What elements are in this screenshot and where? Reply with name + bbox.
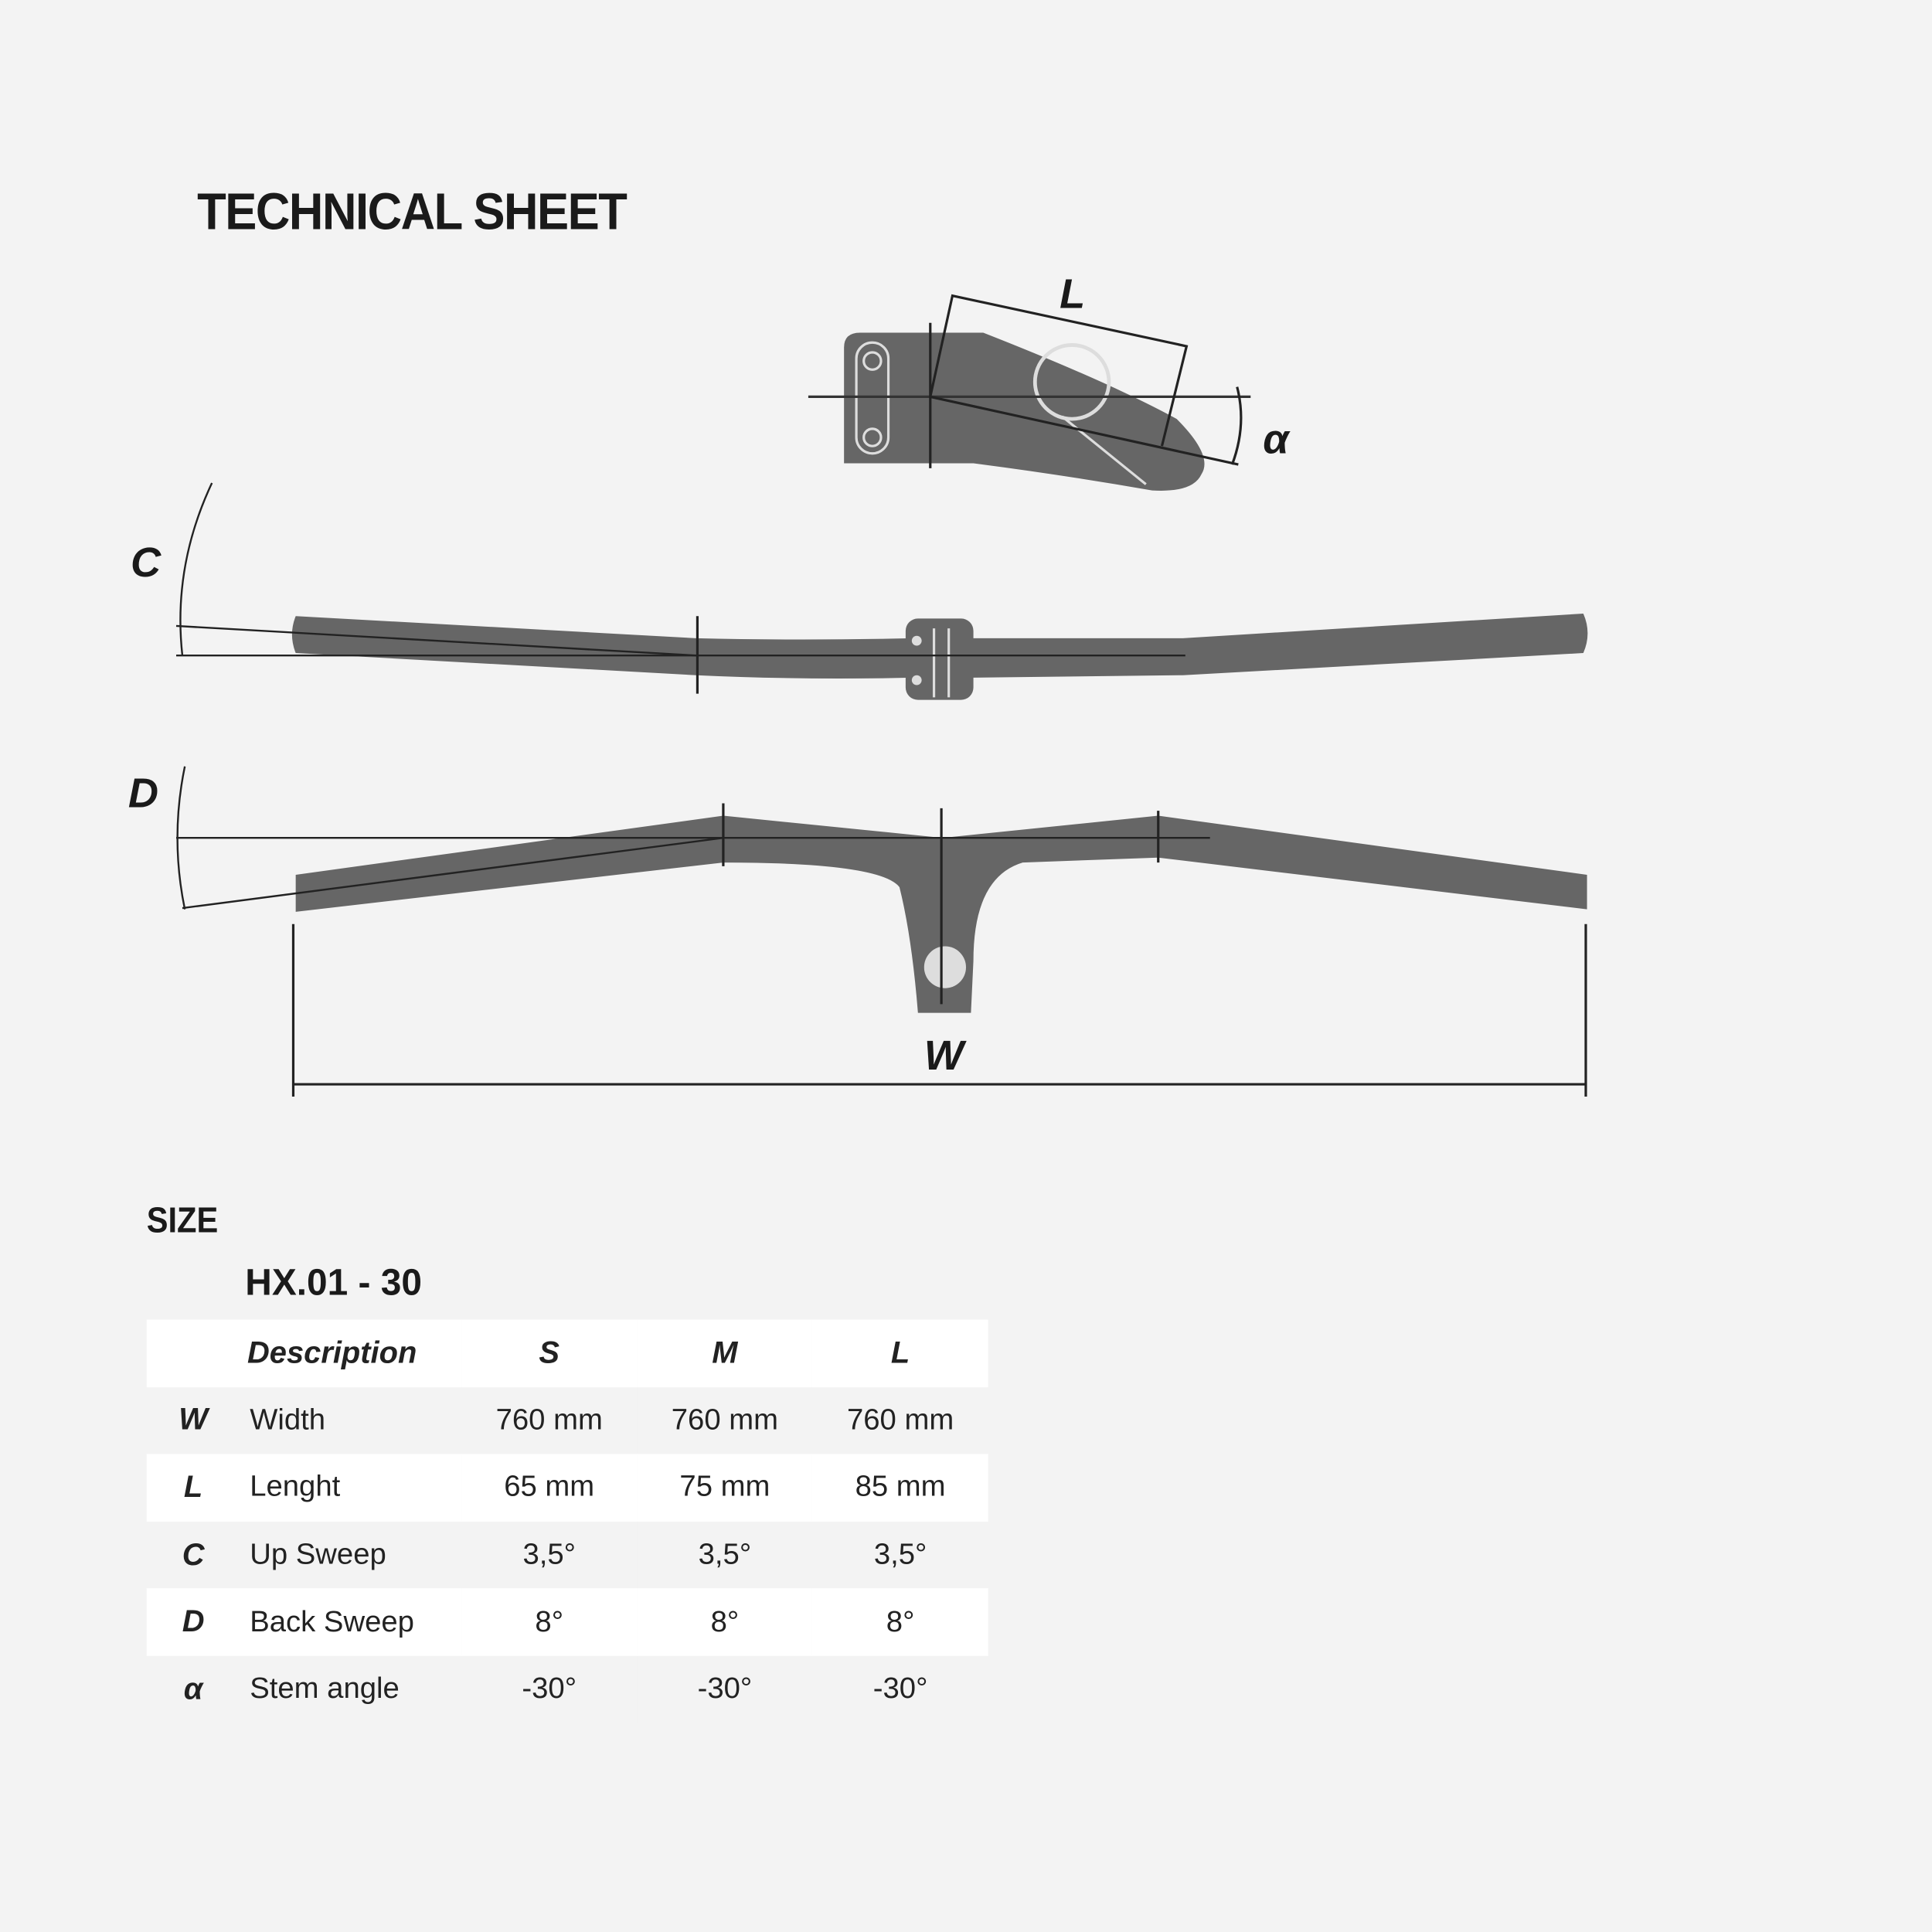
table-row: W Width 760 mm 760 mm 760 mm: [146, 1386, 988, 1454]
back-sweep-angle-line: [182, 837, 724, 910]
header-description: Description: [247, 1335, 417, 1370]
page-title: TECHNICAL SHEET: [197, 182, 628, 240]
size-table: Description S M L W Width 760 mm 760 mm …: [146, 1319, 988, 1723]
table-row: α Stem angle -30° -30° -30°: [146, 1655, 988, 1723]
up-sweep-arc: [179, 482, 213, 656]
row-symbol: W: [179, 1403, 208, 1437]
value-s: 3,5°: [522, 1537, 576, 1571]
bolt-icon: [911, 675, 922, 685]
row-symbol: L: [183, 1470, 203, 1505]
steerer-hole: [923, 946, 967, 988]
row-description: Lenght: [250, 1470, 341, 1504]
value-l: -30°: [872, 1672, 928, 1706]
row-description: Up Sweep: [250, 1537, 386, 1571]
up-sweep-label: C: [131, 539, 162, 586]
stem-bolt-bottom: [862, 427, 883, 447]
value-m: 760 mm: [671, 1403, 779, 1437]
value-m: -30°: [697, 1672, 753, 1706]
bolt-icon: [911, 635, 922, 646]
back-sweep-label: D: [128, 770, 158, 816]
row-description: Stem angle: [250, 1672, 400, 1706]
header-size-s: S: [539, 1335, 560, 1370]
row-symbol: C: [182, 1537, 205, 1572]
table-header-row: Description S M L: [146, 1319, 988, 1387]
row-description: Width: [250, 1403, 326, 1437]
stem-axis-line: [930, 395, 1239, 466]
angle-label: α: [1263, 417, 1291, 463]
table-row: C Up Sweep 3,5° 3,5° 3,5°: [146, 1521, 988, 1589]
stem-side-view: L α: [808, 271, 1291, 491]
table-row: L Lenght 65 mm 75 mm 85 mm: [146, 1454, 988, 1522]
bar-clamp-ring: [1032, 343, 1111, 421]
model-name: HX.01 - 30: [245, 1263, 422, 1304]
handlebar-diagram: L α C D: [128, 271, 1588, 1097]
width-dimension: W: [291, 923, 1587, 1097]
value-l: 760 mm: [846, 1403, 954, 1437]
value-m: 8°: [710, 1604, 740, 1639]
value-s: -30°: [522, 1672, 577, 1706]
header-size-l: L: [890, 1335, 910, 1370]
width-label: W: [924, 1032, 967, 1079]
value-l: 85 mm: [855, 1470, 946, 1504]
header-symbol: [147, 1320, 240, 1387]
table-row: D Back Sweep 8° 8° 8°: [146, 1588, 988, 1656]
row-symbol: D: [182, 1604, 205, 1639]
stem-clamp-front: [905, 618, 974, 700]
value-s: 760 mm: [495, 1403, 603, 1437]
angle-arc: [1230, 386, 1243, 465]
handlebar-top-view: D: [128, 766, 1587, 1013]
value-s: 65 mm: [504, 1470, 595, 1504]
up-sweep-angle-line: [175, 624, 696, 657]
row-symbol: α: [183, 1672, 203, 1706]
value-l: 3,5°: [873, 1537, 927, 1571]
stem-bolt-top: [862, 351, 883, 371]
row-description: Back Sweep: [250, 1604, 414, 1639]
value-m: 75 mm: [679, 1470, 770, 1504]
size-heading: SIZE: [146, 1201, 219, 1241]
length-dimension: [929, 294, 1189, 447]
value-m: 3,5°: [698, 1537, 752, 1571]
stem-body: [844, 332, 1205, 491]
value-s: 8°: [535, 1604, 564, 1639]
length-label: L: [1060, 271, 1085, 318]
back-sweep-arc: [176, 766, 186, 910]
handlebar-front-view: C: [131, 482, 1588, 700]
value-l: 8°: [886, 1604, 915, 1639]
header-size-m: M: [712, 1335, 738, 1370]
